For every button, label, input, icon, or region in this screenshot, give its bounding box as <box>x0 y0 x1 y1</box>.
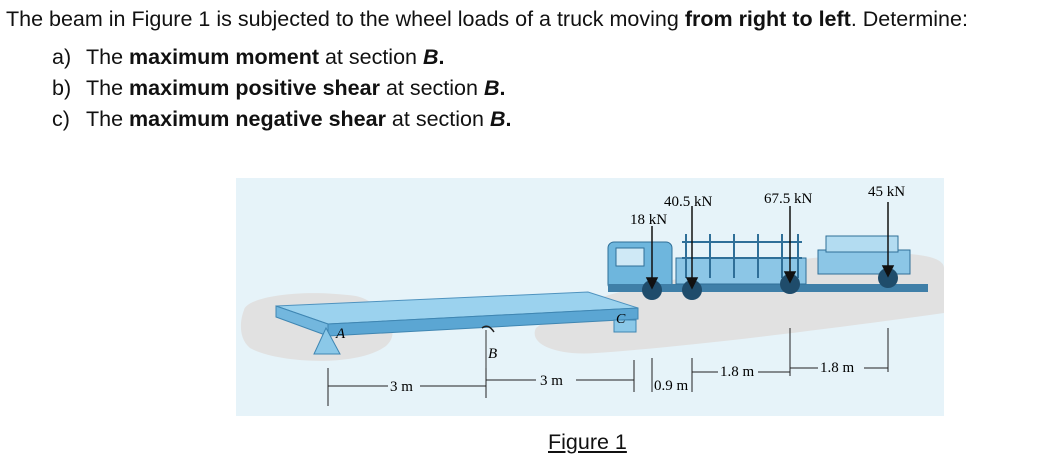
dim-1-8m-left: 1.8 m <box>720 364 755 380</box>
dim-1-8m-right: 1.8 m <box>820 360 855 376</box>
figure-caption: Figure 1 <box>548 430 627 454</box>
item-text: The <box>86 76 130 100</box>
question-list: a) The maximum moment at section B. b) The… <box>52 42 511 135</box>
stake-rails <box>682 234 802 278</box>
load-label-45: 45 kN <box>868 184 905 200</box>
item-marker: a) <box>52 45 72 69</box>
support-a <box>313 326 341 355</box>
dim-0-9m: 0.9 m <box>654 378 689 394</box>
dim-3m-right: 3 m <box>540 373 563 389</box>
wheel-2 <box>682 280 702 300</box>
item-text: The <box>86 107 130 131</box>
item-text: The <box>86 45 130 69</box>
figure-1-illustration: A C B 18 kN 40.5 kN 67.5 kN 45 k <box>236 178 944 416</box>
question-b: b)The maximum positive shear at section … <box>52 73 511 104</box>
item-emphasis: maximum positive shear <box>129 76 380 100</box>
load-label-18: 18 kN <box>630 212 667 228</box>
point-c-label: C <box>616 312 626 327</box>
trailer-load <box>825 235 899 253</box>
item-text: at section <box>319 45 423 69</box>
intro-emphasis: from right to left <box>684 7 851 31</box>
point-a-label: A <box>335 326 346 342</box>
item-text: at section <box>385 107 490 131</box>
intro-text-end: . Determine: <box>850 7 968 31</box>
trailer-deck <box>817 249 911 275</box>
truck-windshield <box>615 247 645 267</box>
item-emphasis: maximum moment <box>129 45 319 69</box>
section-label: B <box>483 76 500 100</box>
question-c: c)The maximum negative shear at section … <box>52 104 511 135</box>
item-period: . <box>438 45 445 69</box>
point-b-label: B <box>488 346 497 362</box>
item-text: at section <box>379 76 484 100</box>
load-arrows <box>645 202 895 290</box>
ground-right <box>534 253 944 354</box>
intro-text: The beam in Figure 1 is subjected to the… <box>6 7 685 31</box>
question-a: a) The maximum moment at section B. <box>52 42 511 73</box>
support-c <box>613 319 637 333</box>
wheel-3 <box>780 274 800 294</box>
dimension-lines <box>327 328 889 406</box>
item-marker: c) <box>52 107 70 131</box>
load-label-67-5: 67.5 kN <box>764 191 813 207</box>
section-label: B <box>489 107 506 131</box>
item-period: . <box>499 76 506 100</box>
item-marker: b) <box>52 76 72 100</box>
wheel-4 <box>878 268 898 288</box>
truck-chassis <box>608 284 928 292</box>
load-label-40-5: 40.5 kN <box>664 194 713 210</box>
item-emphasis: maximum negative shear <box>129 107 386 131</box>
problem-intro: The beam in Figure 1 is subjected to the… <box>6 4 968 34</box>
item-period: . <box>505 107 512 131</box>
section-b-arrow <box>481 325 495 333</box>
wheel-1 <box>642 280 662 300</box>
dim-3m-left: 3 m <box>390 379 413 395</box>
section-label: B <box>422 45 439 69</box>
